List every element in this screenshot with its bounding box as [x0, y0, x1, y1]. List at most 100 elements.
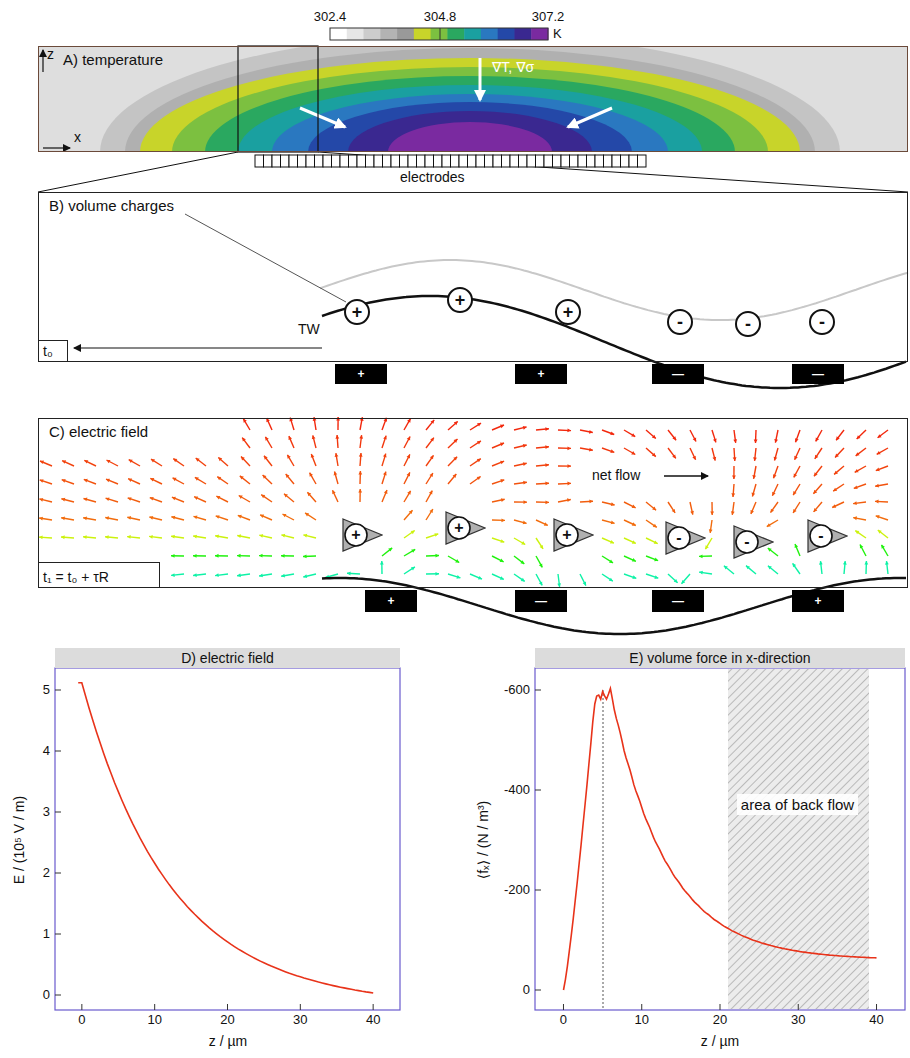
field-arrowhead	[544, 522, 548, 525]
field-arrow	[492, 556, 504, 562]
tick	[720, 1004, 721, 1010]
electrode-strip	[638, 155, 647, 167]
field-arrow	[150, 478, 162, 484]
field-arrowhead	[193, 535, 197, 539]
field-arrow	[290, 418, 294, 430]
electrode-strip	[306, 155, 315, 167]
field-arrowhead	[885, 561, 889, 565]
field-arrowhead	[864, 561, 868, 565]
electrode: +	[335, 364, 387, 384]
electrode-strip	[408, 155, 417, 167]
electrode-strip	[502, 155, 511, 167]
electrode: —	[515, 590, 567, 612]
field-arrowhead	[500, 576, 504, 579]
field-arrow	[768, 548, 778, 556]
field-arrow	[492, 443, 504, 448]
field-arrowhead	[194, 515, 198, 519]
field-arrowhead	[876, 515, 880, 519]
electrode: —	[792, 364, 844, 384]
field-arrowhead	[242, 438, 246, 442]
field-arrow	[876, 516, 888, 520]
electrode-strip	[621, 155, 630, 167]
electrode-strip	[264, 155, 273, 167]
field-arrow	[448, 556, 459, 563]
field-arrow	[624, 502, 636, 508]
field-arrowhead	[407, 454, 410, 458]
particle-triangle	[666, 522, 705, 554]
field-arrowhead	[84, 479, 88, 483]
field-arrowhead	[857, 435, 861, 439]
electrode-strip	[289, 155, 298, 167]
field-arrow	[150, 498, 162, 502]
field-arrowhead	[407, 437, 410, 441]
field-arrowhead	[171, 573, 175, 577]
electrode-strip	[281, 155, 290, 167]
charge-circle	[668, 527, 690, 549]
field-arrow	[646, 502, 656, 510]
field-arrow	[335, 472, 339, 485]
field-arrowhead	[819, 561, 823, 565]
node-text: t₀	[43, 343, 53, 359]
field-arrowhead	[501, 498, 505, 502]
charge-circle	[736, 531, 758, 553]
electrode: +	[515, 364, 567, 384]
field-arrowhead	[347, 572, 351, 576]
field-arrowhead	[106, 479, 110, 483]
field-arrow	[624, 520, 636, 526]
field-arrowhead	[194, 496, 198, 500]
field-arrowhead	[713, 438, 717, 442]
field-arrow	[815, 448, 822, 459]
field-arrow	[129, 460, 140, 466]
field-arrowhead	[567, 446, 571, 450]
tick	[535, 890, 541, 891]
gradient-arrow	[568, 108, 612, 127]
field-arrowhead	[690, 511, 694, 515]
field-arrowhead	[383, 454, 387, 458]
axis-text: 40	[366, 1013, 380, 1027]
electrode-strip	[468, 155, 477, 167]
tick	[373, 1004, 374, 1010]
field-arrowhead	[835, 454, 839, 458]
field-arrow	[514, 556, 524, 564]
field-arrowhead	[521, 578, 525, 582]
axis-text: 40	[869, 1013, 883, 1027]
particle-triangle	[734, 526, 773, 558]
color-step	[397, 28, 414, 40]
field-arrow	[602, 538, 614, 543]
field-arrow	[602, 574, 613, 581]
field-arrow	[382, 472, 386, 484]
electrode-strip	[578, 155, 587, 167]
field-arrow	[426, 438, 434, 448]
electrode-strip	[587, 155, 596, 167]
field-arrowhead	[523, 521, 527, 525]
field-arrowhead	[832, 504, 836, 507]
field-arrowhead	[281, 574, 285, 578]
electrode-strip	[366, 155, 375, 167]
field-arrowhead	[652, 453, 656, 457]
field-arrowhead	[217, 477, 221, 481]
field-arrow	[286, 474, 294, 484]
field-arrow	[243, 419, 250, 430]
temperature-field	[38, 46, 908, 152]
field-arrowhead	[241, 457, 245, 461]
axis-text: 0	[560, 1013, 567, 1027]
field-arrow	[624, 574, 636, 578]
color-bar	[330, 28, 549, 40]
node-text: +	[345, 524, 367, 546]
field-arrowhead	[774, 439, 778, 443]
field-arrow	[855, 466, 866, 472]
field-arrowhead	[681, 580, 685, 584]
field-arrow	[492, 538, 504, 542]
field-arrow	[260, 515, 272, 520]
field-arrowhead	[430, 420, 434, 424]
field-arrowhead	[39, 535, 43, 539]
axis-text: z / µm	[701, 1034, 739, 1049]
field-arrow	[771, 502, 779, 513]
field-arrow	[580, 501, 593, 503]
field-arrow	[173, 478, 184, 484]
field-arrowhead	[856, 452, 860, 456]
axis-label: x	[74, 130, 81, 145]
electrode-strip	[255, 155, 264, 167]
field-arrowhead	[875, 500, 879, 504]
color-step	[447, 28, 464, 40]
